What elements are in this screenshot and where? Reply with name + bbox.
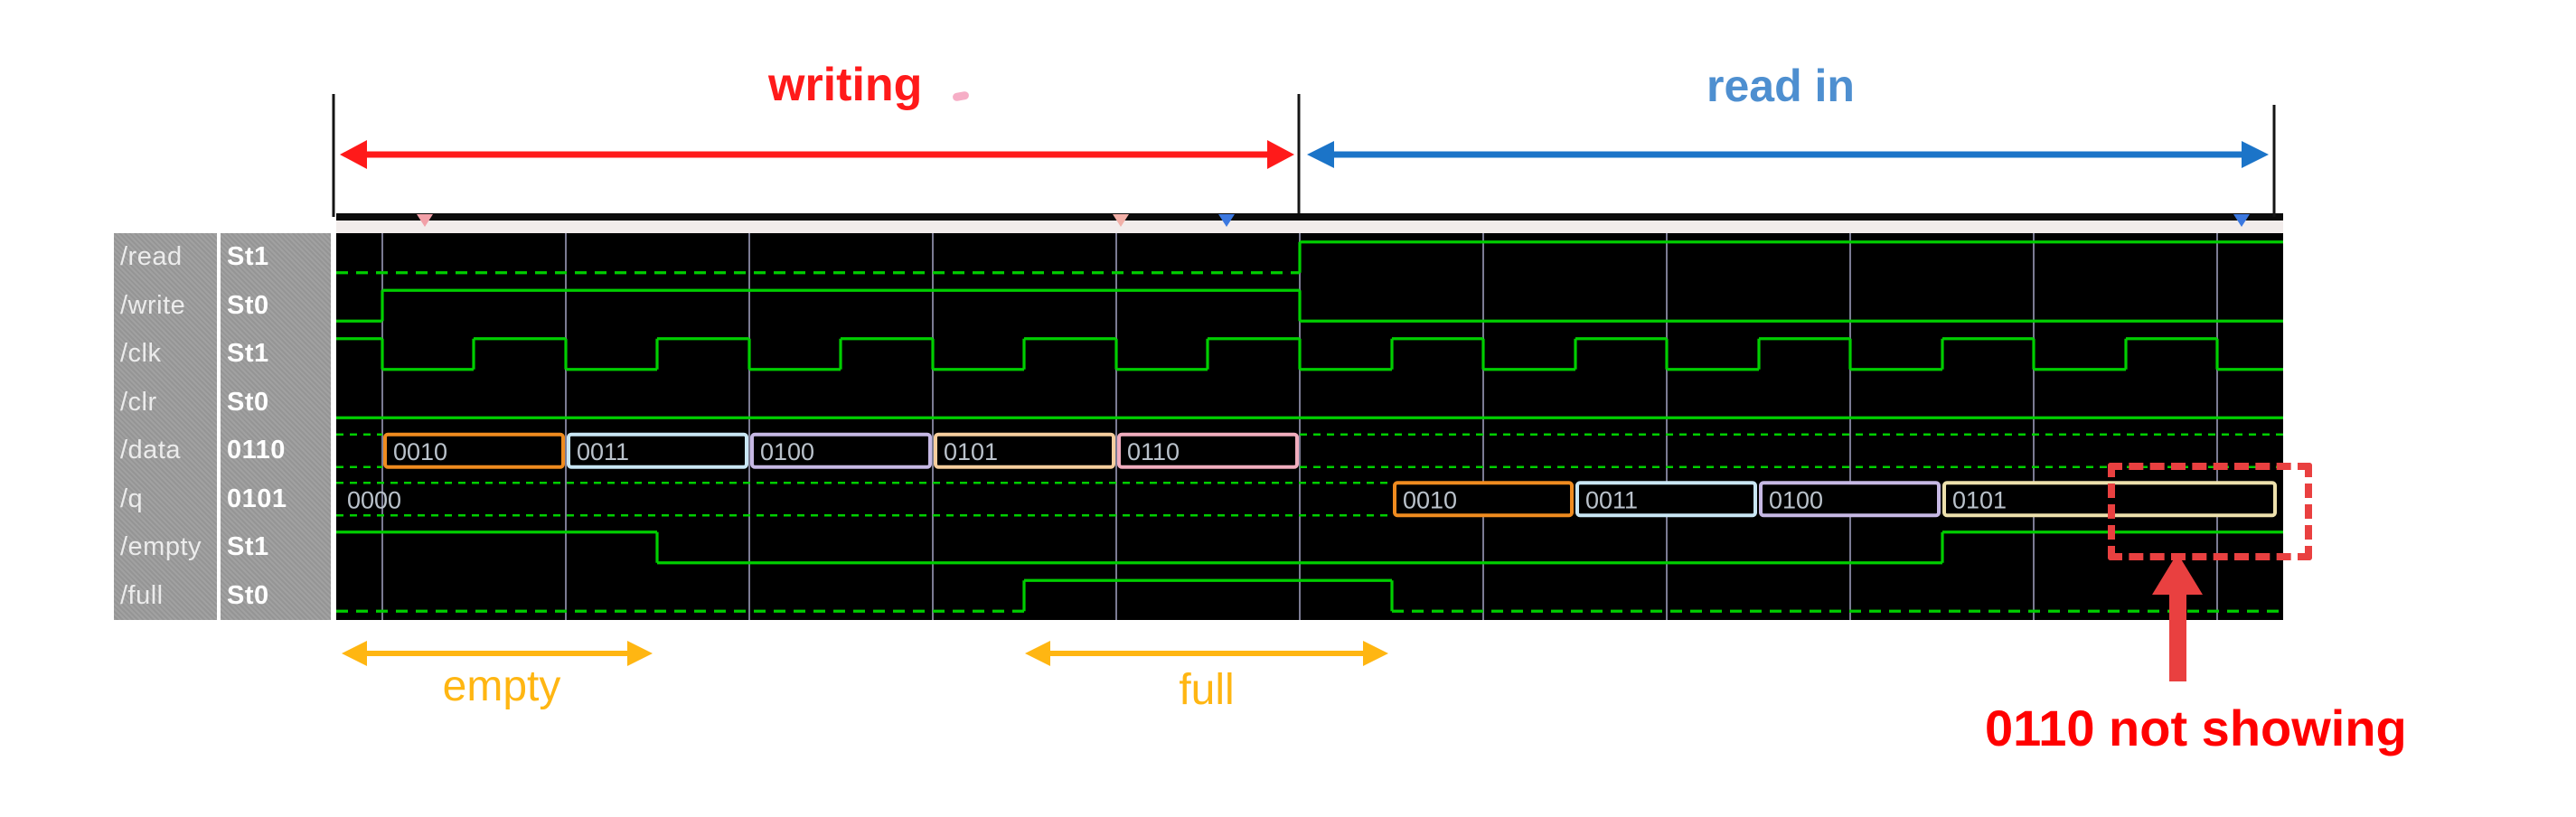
pink-stray-mark	[952, 90, 970, 102]
cursor-flag-icon[interactable]	[417, 214, 433, 227]
wave-background	[336, 233, 2283, 620]
read-in-arrow	[1307, 141, 2269, 168]
signal-value-empty: St1	[227, 532, 269, 562]
bus-value-label: 0010	[393, 438, 447, 465]
signal-value-q: 0101	[227, 484, 287, 513]
bus-value-box	[934, 432, 1115, 469]
signal-name-full[interactable]: /full	[120, 580, 164, 610]
signal-name-data[interactable]: /data	[120, 436, 181, 465]
bus-value-label: 0011	[1585, 486, 1638, 513]
writing-arrow	[340, 140, 1294, 169]
bus-value-box	[1117, 432, 1299, 469]
read-in-phase-label: read in	[1706, 61, 1855, 111]
signal-value-clr: St0	[227, 387, 269, 417]
bus-value-label: 0101	[944, 438, 998, 465]
bus-value-label: 0010	[1403, 486, 1457, 513]
signal-value-data: 0110	[227, 436, 286, 465]
bus-value-box	[383, 432, 565, 469]
signal-name-read[interactable]: /read	[120, 242, 183, 272]
signal-name-q[interactable]: /q	[120, 484, 144, 513]
bus-value-box	[1759, 481, 1941, 518]
cursor-flag-icon[interactable]	[2233, 214, 2250, 227]
panel-top-border	[336, 221, 2283, 233]
signal-value-clk: St1	[227, 339, 269, 369]
missing-value-highlight-box	[2108, 463, 2312, 560]
writing-phase-label: writing	[768, 59, 923, 111]
empty-span-label: empty	[442, 662, 561, 710]
bus-value-label: 0011	[577, 438, 629, 465]
signal-value-full: St0	[227, 580, 269, 610]
bus-value-label: 0110	[1127, 438, 1180, 465]
cursor-flag-icon[interactable]	[1218, 214, 1235, 227]
waveform-panel[interactable]: 0010 0011 0100 0101 0110 0000 0010 0011 0100 0101	[336, 208, 2283, 624]
bus-value-box	[1575, 481, 1757, 518]
signal-name-clr[interactable]: /clr	[120, 387, 157, 417]
bus-value-label: 0000	[347, 486, 401, 513]
bus-value-label: 0101	[1952, 486, 2007, 513]
full-arrow	[1025, 641, 1388, 666]
signal-name-clk[interactable]: /clk	[120, 339, 162, 369]
full-span-label: full	[1179, 666, 1235, 714]
signal-value-write: St0	[227, 290, 269, 320]
bus-value-box	[567, 432, 748, 469]
signal-names-column: /read/write/clk/clr/data/q/empty/full	[114, 233, 217, 620]
bus-value-label: 0100	[1769, 486, 1823, 513]
signal-value-read: St1	[227, 242, 269, 272]
bus-value-box	[750, 432, 932, 469]
cursor-flag-icon[interactable]	[1113, 214, 1129, 227]
signal-name-empty[interactable]: /empty	[120, 532, 202, 562]
missing-value-caption: 0110 not showing	[1985, 700, 2407, 756]
signal-name-write[interactable]: /write	[120, 290, 186, 320]
bus-value-box	[1393, 481, 1574, 518]
ruler-strip	[336, 213, 2283, 221]
bus-value-label: 0100	[760, 438, 814, 465]
